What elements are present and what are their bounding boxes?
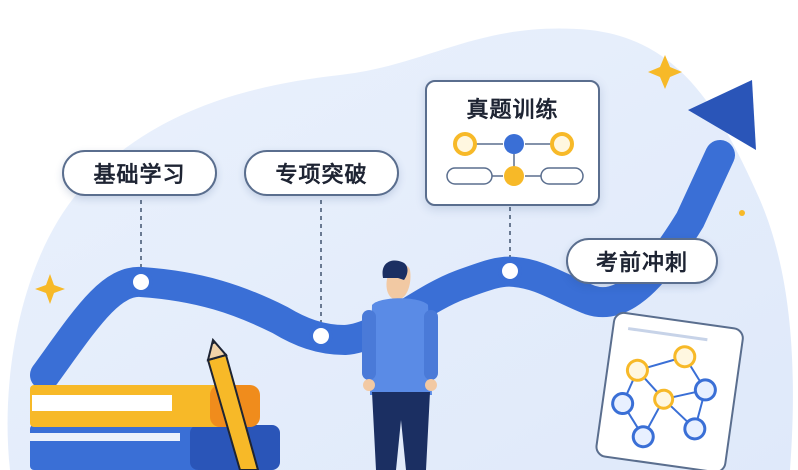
stage-label-text: 专项突破	[275, 163, 368, 188]
stage-label-text: 真题训练	[466, 98, 559, 123]
stage-label-special: 专项突破	[244, 150, 399, 196]
sparkle-dot	[739, 210, 745, 216]
milestone-dot	[129, 270, 153, 294]
pencil-icon	[206, 337, 260, 470]
mindmap-document	[595, 311, 744, 470]
stage-label-text: 考前冲刺	[595, 251, 688, 276]
student-figure	[362, 260, 438, 470]
sparkle-icon	[35, 274, 65, 304]
stage-label-basic: 基础学习	[62, 150, 217, 196]
arrow-head-icon	[688, 80, 756, 150]
flowchart-icon	[446, 132, 584, 186]
stage-label-sprint: 考前冲刺	[566, 238, 718, 284]
milestone-dot	[309, 324, 333, 348]
stage-label-text: 基础学习	[93, 163, 186, 188]
sparkle-icon	[648, 55, 682, 89]
milestone-dot	[498, 259, 522, 283]
stage-card-practice: 真题训练	[425, 80, 600, 206]
